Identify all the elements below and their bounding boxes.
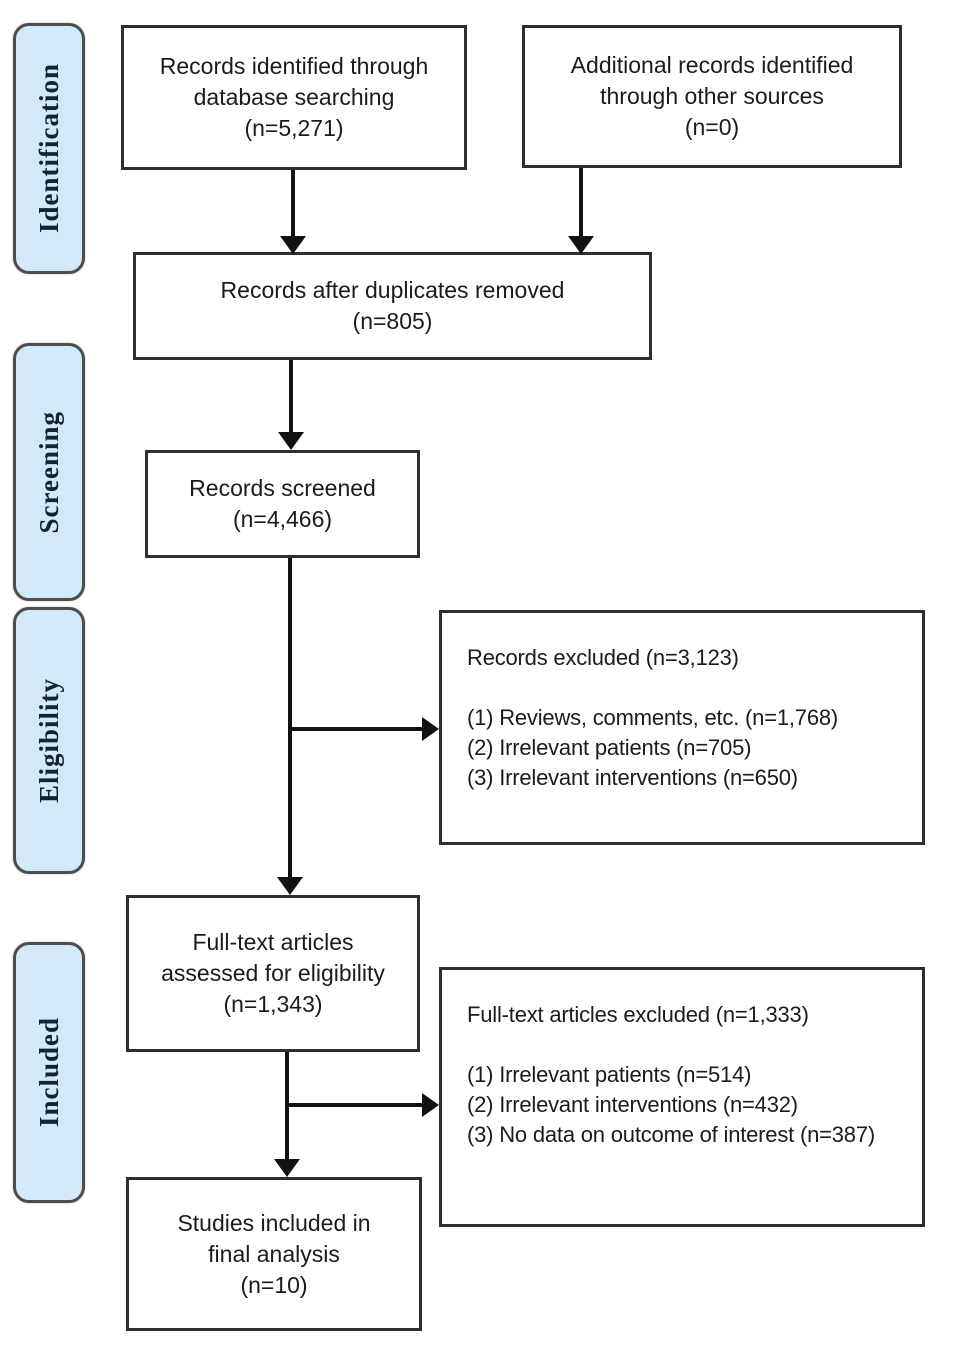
stage-eligibility: Eligibility xyxy=(13,607,85,874)
arrow-screened-to-fulltext-line xyxy=(288,558,292,877)
arrow-to-fulltext-excluded-head xyxy=(422,1093,439,1117)
box-records-identified: Records identified through database sear… xyxy=(121,25,467,170)
box-records-excluded-item2: (2) Irrelevant patients (n=705) xyxy=(467,735,752,760)
box-fulltext-excluded-item3: (3) No data on outcome of interest (n=38… xyxy=(467,1122,875,1147)
arrow-additional-to-duplicates-head xyxy=(568,236,594,254)
arrow-duplicates-to-screened-line xyxy=(289,360,293,432)
arrow-identified-to-duplicates-head xyxy=(280,236,306,254)
box-additional-records-line2: through other sources xyxy=(600,83,824,109)
box-studies-included-line1: Studies included in xyxy=(177,1209,371,1236)
stage-screening: Screening xyxy=(13,343,85,601)
box-fulltext-excluded-item1: (1) Irrelevant patients (n=514) xyxy=(467,1062,752,1087)
arrow-identified-to-duplicates-line xyxy=(291,170,295,236)
stage-identification: Identification xyxy=(13,23,85,274)
box-records-screened-line1: Records screened xyxy=(189,475,376,501)
box-studies-included-line2: final analysis xyxy=(208,1240,340,1267)
box-duplicates-removed-line2: (n=805) xyxy=(352,308,433,334)
box-records-excluded-item3: (3) Irrelevant interventions (n=650) xyxy=(467,765,798,790)
stage-included: Included xyxy=(13,942,85,1203)
box-duplicates-removed-line1: Records after duplicates removed xyxy=(220,277,565,303)
box-fulltext-assessed-line1: Full-text articles xyxy=(192,929,354,955)
box-additional-records: Additional records identified through ot… xyxy=(522,25,902,168)
box-records-screened: Records screened (n=4,466) xyxy=(145,450,420,558)
box-records-identified-line3: (n=5,271) xyxy=(244,115,344,141)
box-fulltext-assessed-line3: (n=1,343) xyxy=(223,991,323,1017)
stage-included-label: Included xyxy=(33,1017,64,1128)
box-records-identified-line2: database searching xyxy=(193,84,395,110)
arrow-duplicates-to-screened-head xyxy=(278,432,304,450)
box-records-excluded: Records excluded (n=3,123) (1) Reviews, … xyxy=(439,610,925,845)
stage-screening-label: Screening xyxy=(33,410,64,534)
arrow-to-records-excluded-head xyxy=(422,717,439,741)
arrow-fulltext-to-studies-head xyxy=(274,1159,300,1177)
stage-identification-label: Identification xyxy=(33,63,64,234)
box-records-excluded-title: Records excluded (n=3,123) xyxy=(467,645,739,670)
box-studies-included-line3: (n=10) xyxy=(240,1271,308,1298)
box-fulltext-assessed-line2: assessed for eligibility xyxy=(161,960,385,986)
box-fulltext-assessed: Full-text articles assessed for eligibil… xyxy=(126,895,420,1052)
box-records-excluded-item1: (1) Reviews, comments, etc. (n=1,768) xyxy=(467,705,839,730)
arrow-to-records-excluded-line xyxy=(290,727,422,731)
box-additional-records-line1: Additional records identified xyxy=(570,52,854,78)
box-duplicates-removed: Records after duplicates removed (n=805) xyxy=(133,252,652,360)
box-additional-records-line3: (n=0) xyxy=(684,114,740,140)
box-fulltext-excluded: Full-text articles excluded (n=1,333) (1… xyxy=(439,967,925,1227)
box-records-identified-line1: Records identified through xyxy=(159,53,429,79)
box-records-screened-line2: (n=4,466) xyxy=(232,506,333,532)
arrow-to-fulltext-excluded-line xyxy=(287,1103,422,1107)
box-studies-included: Studies included in final analysis (n=10… xyxy=(126,1177,422,1331)
box-fulltext-excluded-title: Full-text articles excluded (n=1,333) xyxy=(467,1002,809,1027)
arrow-additional-to-duplicates-line xyxy=(579,168,583,236)
box-fulltext-excluded-item2: (2) Irrelevant interventions (n=432) xyxy=(467,1092,798,1117)
arrow-screened-to-fulltext-head xyxy=(277,877,303,895)
stage-eligibility-label: Eligibility xyxy=(33,677,64,804)
